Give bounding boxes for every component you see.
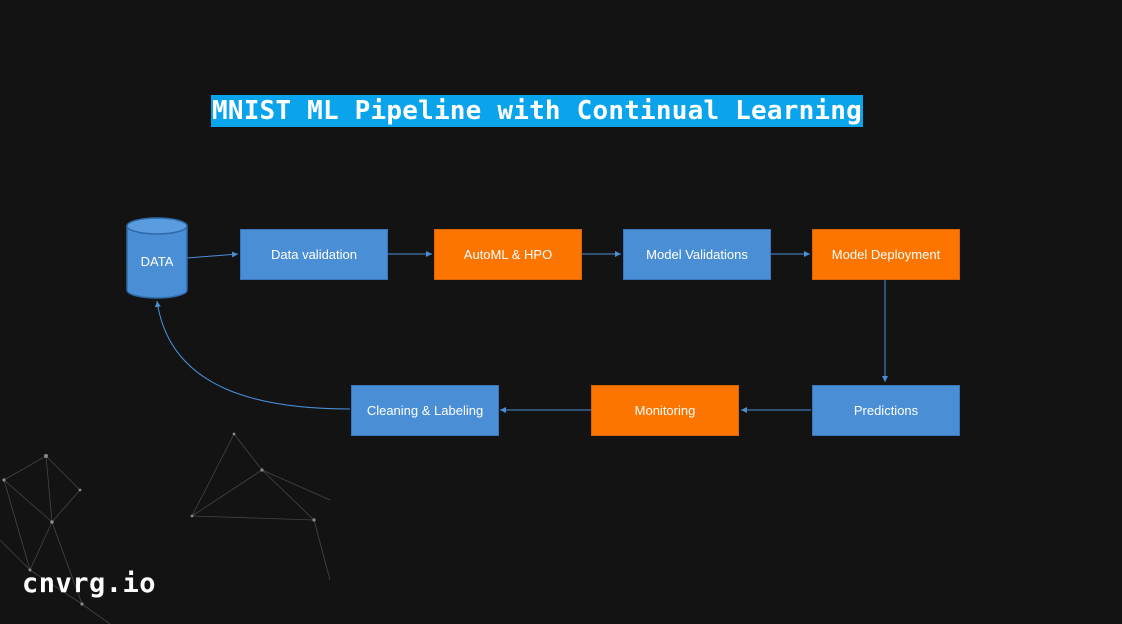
node-cleaning-labeling: Cleaning & Labeling: [351, 385, 499, 436]
node-model-validations-label: Model Validations: [646, 247, 748, 262]
cnvrg-logo: cnvrg.io: [22, 568, 157, 599]
node-model-deployment: Model Deployment: [812, 229, 960, 280]
data-cylinder-icon: [126, 217, 188, 299]
arrow-cleaning-to-data: [154, 300, 351, 410]
node-data-validation: Data validation: [240, 229, 388, 280]
node-predictions-label: Predictions: [853, 403, 919, 418]
network-decoration: [0, 432, 331, 624]
node-model-deployment-label: Model Deployment: [831, 247, 941, 262]
diagram-title: MNIST ML Pipeline with Continual Learnin…: [211, 95, 863, 127]
node-model-validations: Model Validations: [623, 229, 771, 280]
node-monitoring: Monitoring: [591, 385, 739, 436]
data-node-label: DATA: [140, 254, 174, 269]
node-automl-hpo-label: AutoML & HPO: [463, 247, 553, 262]
node-automl-hpo: AutoML & HPO: [434, 229, 582, 280]
arrow-data-to-validation: [186, 251, 239, 259]
node-cleaning-labeling-label: Cleaning & Labeling: [366, 403, 484, 418]
node-predictions: Predictions: [812, 385, 960, 436]
node-data-validation-label: Data validation: [271, 247, 357, 262]
node-monitoring-label: Monitoring: [634, 403, 696, 418]
